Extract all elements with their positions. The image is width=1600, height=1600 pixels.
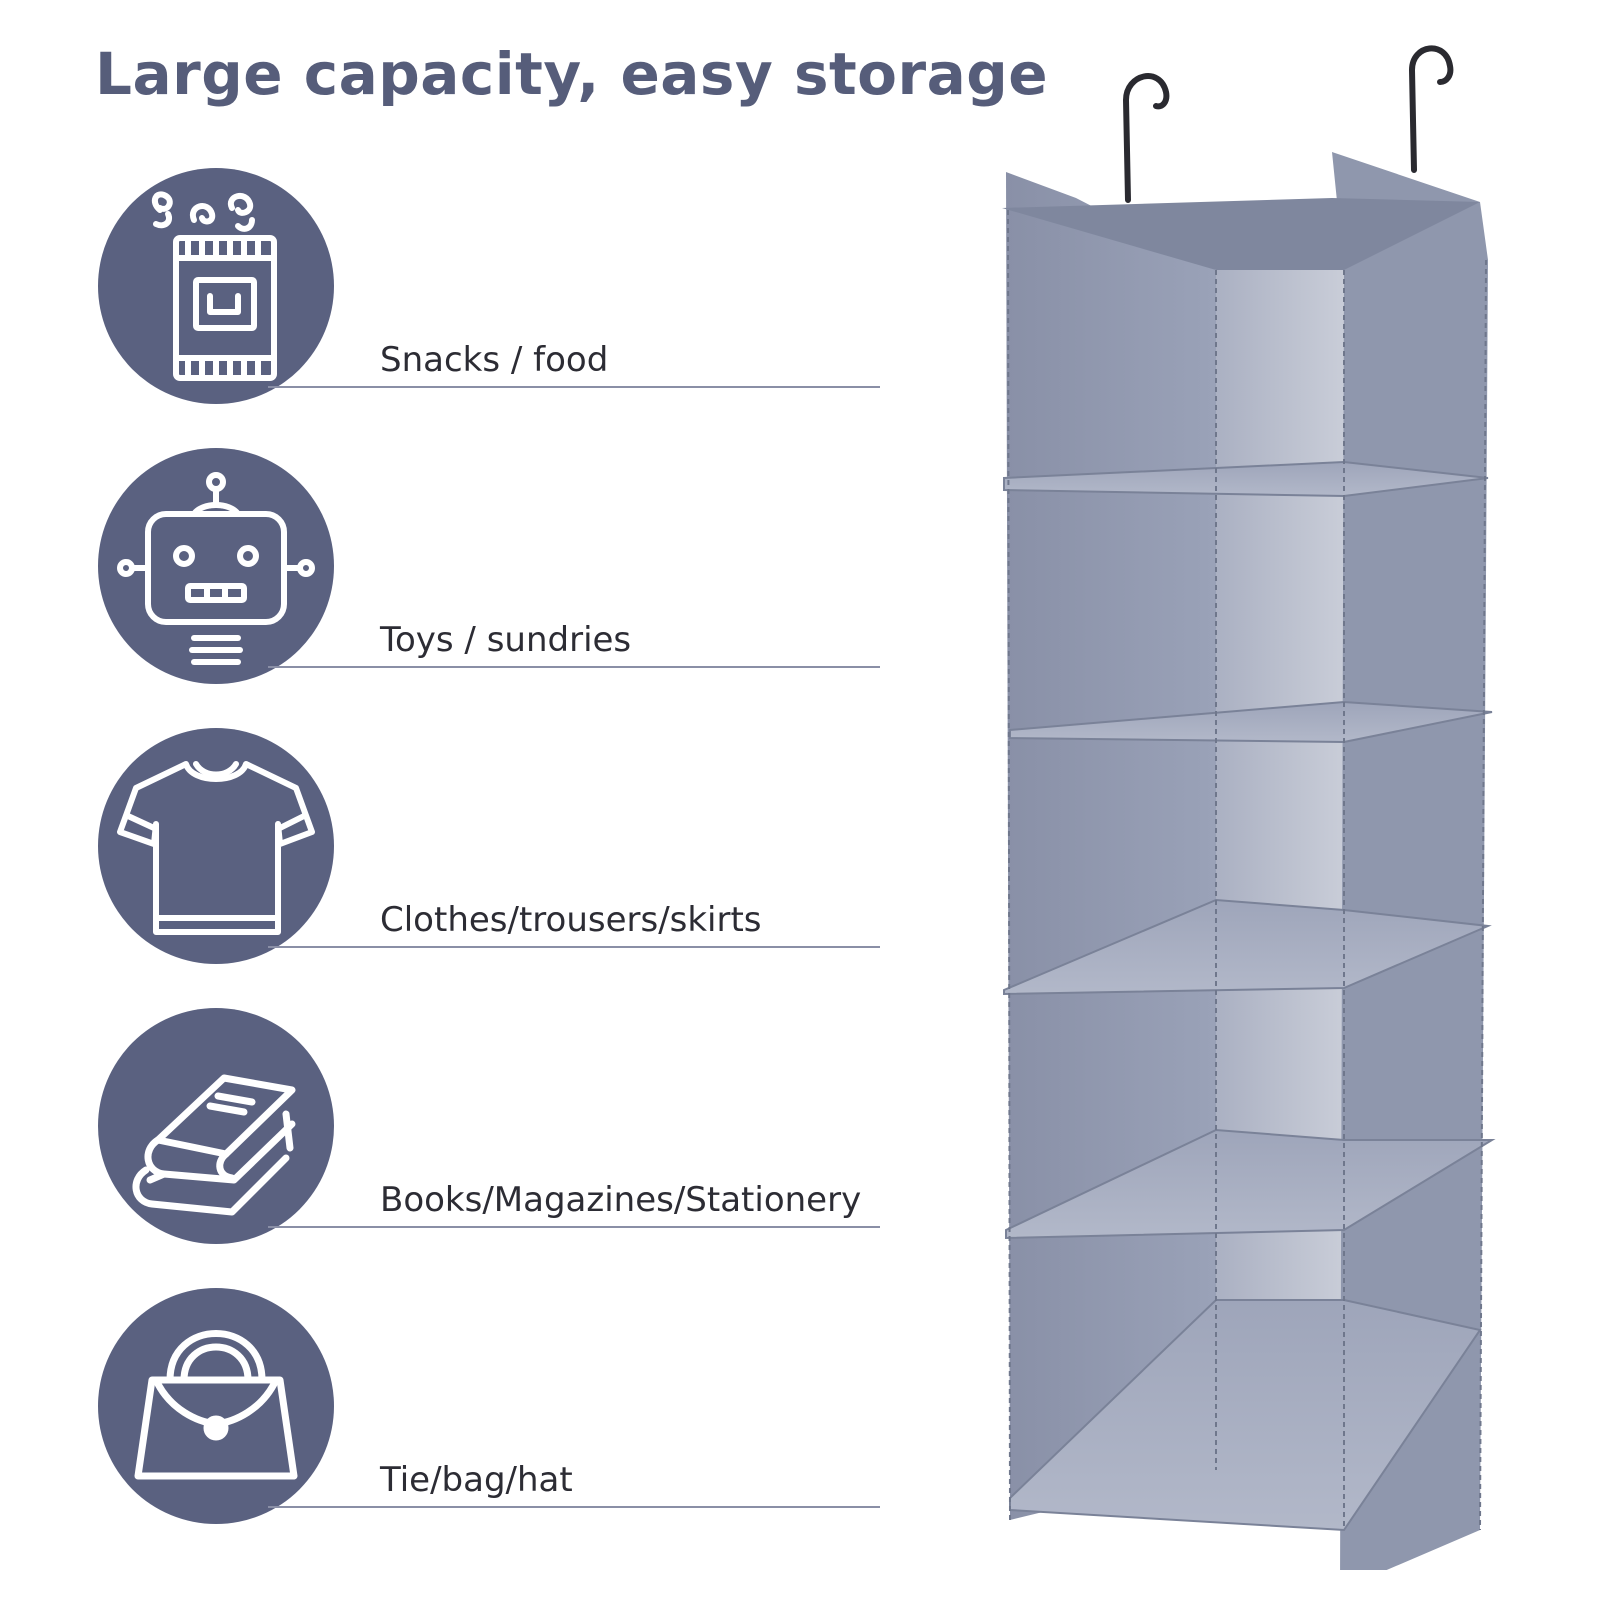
feature-item-toys: Toys / sundries <box>0 448 900 688</box>
divider-line <box>268 1226 880 1228</box>
feature-item-clothes: Clothes/trousers/skirts <box>0 728 900 968</box>
hook-right <box>1408 45 1454 173</box>
feature-label: Clothes/trousers/skirts <box>380 900 762 940</box>
feature-label: Tie/bag/hat <box>380 1460 573 1500</box>
feature-label: Snacks / food <box>380 340 609 380</box>
tshirt-icon <box>98 728 334 964</box>
left-panel <box>1006 172 1216 1520</box>
feature-item-bag: Tie/bag/hat <box>0 1288 900 1528</box>
shelf <box>1003 460 1496 1532</box>
right-panel <box>1332 152 1488 1570</box>
divider-line <box>268 386 880 388</box>
robot-toy-icon <box>98 448 334 684</box>
feature-label: Toys / sundries <box>380 620 632 660</box>
feature-label: Books/Magazines/Stationery <box>380 1180 862 1220</box>
handbag-icon <box>98 1288 334 1524</box>
divider-line <box>268 666 880 668</box>
feature-item-books: Books/Magazines/Stationery <box>0 1008 900 1248</box>
books-icon <box>98 1008 334 1244</box>
snack-bag-icon <box>98 168 334 404</box>
hanging-organizer-image <box>1002 45 1496 1570</box>
page-title: Large capacity, easy storage <box>95 40 1049 108</box>
feature-item-snacks: Snacks / food <box>0 168 900 408</box>
divider-line <box>268 946 880 948</box>
divider-line <box>268 1506 880 1508</box>
hook-left <box>1122 73 1170 203</box>
